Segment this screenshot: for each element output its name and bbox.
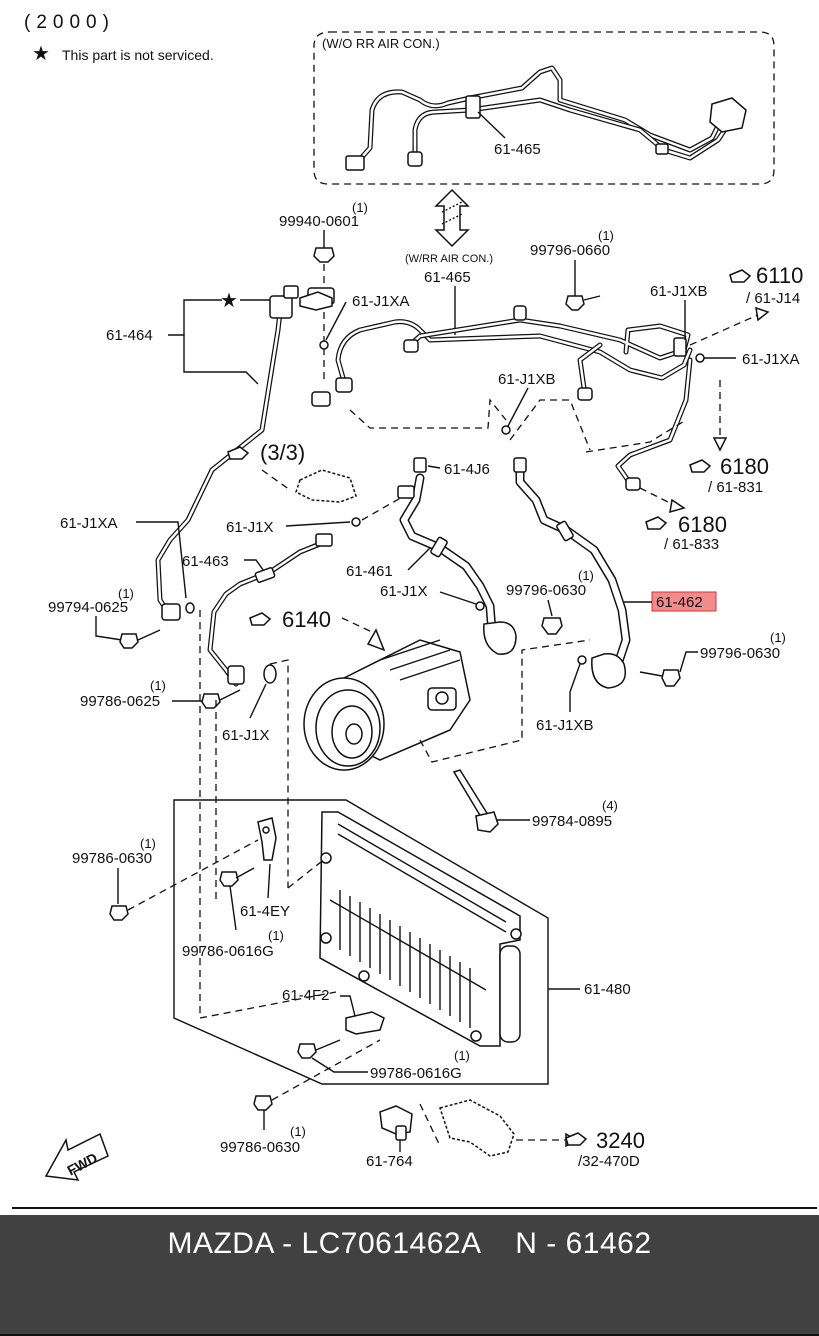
- ref-6110: 6110 / 61-J14: [729, 263, 803, 307]
- label-61-465-mid: 61-465: [424, 269, 471, 286]
- bolt-99786-0616g-a: (1) 99786-0616G: [182, 867, 284, 960]
- label-99796-0630-a: 99796-0630: [506, 582, 586, 599]
- qty-99786e: (1): [290, 1124, 306, 1139]
- label-99786-0630-a: 99786-0630: [72, 850, 152, 867]
- bolt-99786-0630-a: (1) 99786-0630: [72, 836, 259, 921]
- star-icon-61-464: ★: [220, 290, 238, 312]
- bolt-99796-0630-a: (1) 99796-0630: [506, 568, 594, 635]
- footer-bar: MAZDA - LC7061462A N - 61462: [0, 1212, 819, 1336]
- qty-99796b: (1): [578, 568, 594, 583]
- compressor-6140: 6140: [249, 607, 591, 771]
- qty-99796a: (1): [598, 228, 614, 243]
- ref-61-831-text: / 61-831: [708, 479, 763, 496]
- label-61-464: 61-464: [106, 327, 153, 344]
- label-99796-0660: 99796-0660: [530, 242, 610, 259]
- qty-99784: (4): [602, 798, 618, 813]
- hose-61-462: 61-462: [513, 457, 717, 689]
- note-text: This part is not serviced.: [62, 47, 214, 63]
- ref-61-j14-text: / 61-J14: [746, 290, 800, 307]
- label-61-j1xb-a: 61-J1XB: [650, 283, 708, 300]
- qty-99794: (1): [118, 586, 134, 601]
- label-61-j1xa-b: 61-J1XA: [742, 351, 800, 368]
- bolt-99796-0660: (1) 99796-0660: [530, 228, 614, 311]
- label-61-4j6: 61-4J6: [444, 461, 490, 478]
- pipe-61-464: 61-464 ★: [106, 285, 333, 621]
- ref-32-470d-text: /32-470D: [578, 1153, 640, 1170]
- qty-99786b: (1): [140, 836, 156, 851]
- ref-3-3-text: (3/3): [260, 440, 305, 465]
- fwd-arrow-icon: FWD: [44, 1132, 109, 1181]
- bolt-99786-0625: (1) 99786-0625: [80, 678, 241, 710]
- qty-99786d: (1): [454, 1048, 470, 1063]
- label-61-j1xa-c: 61-J1XA: [60, 515, 118, 532]
- bracket-61-4ey: 61-4EY: [240, 817, 290, 920]
- ref-3240: 3240 /32-470D: [565, 1128, 645, 1170]
- year-code: (2000): [24, 12, 115, 33]
- bolt-99794-0625: (1) 99794-0625: [48, 586, 161, 649]
- pipe-61-463: 61-463: [182, 533, 333, 687]
- label-99784-0895: 99784-0895: [532, 813, 612, 830]
- label-61-j1x-c: 61-J1X: [222, 727, 270, 744]
- ref-6140-text: 6140: [282, 607, 331, 632]
- footer-title: MAZDA - LC7061462A N - 61462: [167, 1227, 652, 1260]
- label-61-j1xb-b: 61-J1XB: [498, 371, 556, 388]
- label-99796-0630-b: 99796-0630: [700, 645, 780, 662]
- label-61-4ey: 61-4EY: [240, 903, 290, 920]
- ref-3240-text: 3240: [596, 1128, 645, 1153]
- ref-6180b-text: 6180: [678, 512, 727, 537]
- qty-99786a: (1): [150, 678, 166, 693]
- variant-box-wo-rr: (W/O RR AIR CON.) 61-465: [313, 31, 775, 185]
- label-99786-0630-b: 99786-0630: [220, 1139, 300, 1156]
- sensor-61-764: 61-764: [366, 1099, 578, 1170]
- qty-99786c: (1): [268, 928, 284, 943]
- label-99786-0616g-b: 99786-0616G: [370, 1065, 462, 1082]
- qty-99940: (1): [352, 200, 368, 215]
- star-icon: ★: [32, 43, 50, 65]
- variant-label-w-rr: (W/RR AIR CON.): [405, 253, 493, 265]
- ref-3-3: (3/3): [227, 440, 357, 503]
- hose-61-461: 61-461: [346, 473, 517, 655]
- variant-swap-arrow: [434, 188, 470, 248]
- pipe-assembly-61-465: (W/RR AIR CON.) 61-465: [335, 253, 693, 491]
- label-61-j1x-b: 61-J1X: [380, 583, 428, 600]
- condenser-61-480: 61-480: [173, 799, 631, 1085]
- label-99794-0625: 99794-0625: [48, 599, 128, 616]
- label-61-463: 61-463: [182, 553, 229, 570]
- bolt-99786-0616g-b: (1) 99786-0616G: [297, 1039, 470, 1082]
- ref-61-833-text: / 61-833: [664, 536, 719, 553]
- label-61-4f2: 61-4F2: [282, 987, 330, 1004]
- parts-diagram: (2000) ★ This part is not serviced. (W/O…: [24, 12, 804, 1181]
- label-61-j1x-a: 61-J1X: [226, 519, 274, 536]
- label-61-j1xa-a: 61-J1XA: [352, 293, 410, 310]
- label-99940-0601: 99940-0601: [279, 213, 359, 230]
- label-61-764: 61-764: [366, 1153, 413, 1170]
- label-61-465-top: 61-465: [494, 141, 541, 158]
- divider: [12, 1207, 817, 1209]
- bolt-99784-0895: (4) 99784-0895: [452, 769, 618, 833]
- label-61-j1xb-c: 61-J1XB: [536, 717, 594, 734]
- bolt-99786-0630-b: (1) 99786-0630: [220, 1039, 381, 1156]
- ref-6180-a: 6180 / 61-831: [689, 454, 769, 496]
- qty-99796c: (1): [770, 630, 786, 645]
- label-61-480: 61-480: [584, 981, 631, 998]
- bolt-99796-0630-b: (1) 99796-0630: [639, 630, 786, 687]
- label-61-462: 61-462: [656, 594, 703, 611]
- variant-label-wo-rr: (W/O RR AIR CON.): [322, 36, 440, 51]
- label-61-461: 61-461: [346, 563, 393, 580]
- bracket-61-4f2: 61-4F2: [282, 987, 385, 1035]
- ref-6180-b: 6180 / 61-833: [645, 512, 727, 553]
- label-99786-0625: 99786-0625: [80, 693, 160, 710]
- ref-6110-text: 6110: [756, 263, 803, 288]
- label-99786-0616g-a: 99786-0616G: [182, 943, 274, 960]
- ref-6180a-text: 6180: [720, 454, 769, 479]
